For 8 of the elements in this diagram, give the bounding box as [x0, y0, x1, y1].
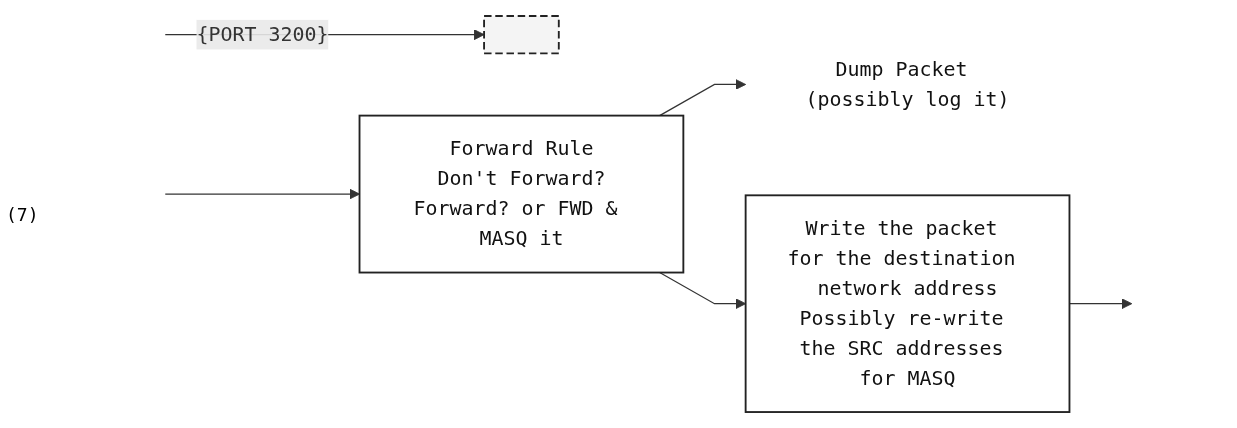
step-number: (7) [6, 203, 40, 225]
node-box: Forward Rule Don't Forward? Forward? or FWD & MASQ it [358, 114, 685, 274]
edge-label: {PORT 3200} [196, 22, 329, 46]
node-box: Write the packet for the destination network address Possibly re-write the SRC addresses for MASQ [744, 194, 1071, 413]
node-box [483, 15, 560, 55]
arrow [659, 79, 747, 117]
node-text: Dump Packet (possibly log it) [805, 57, 1010, 111]
arrow [164, 188, 360, 200]
